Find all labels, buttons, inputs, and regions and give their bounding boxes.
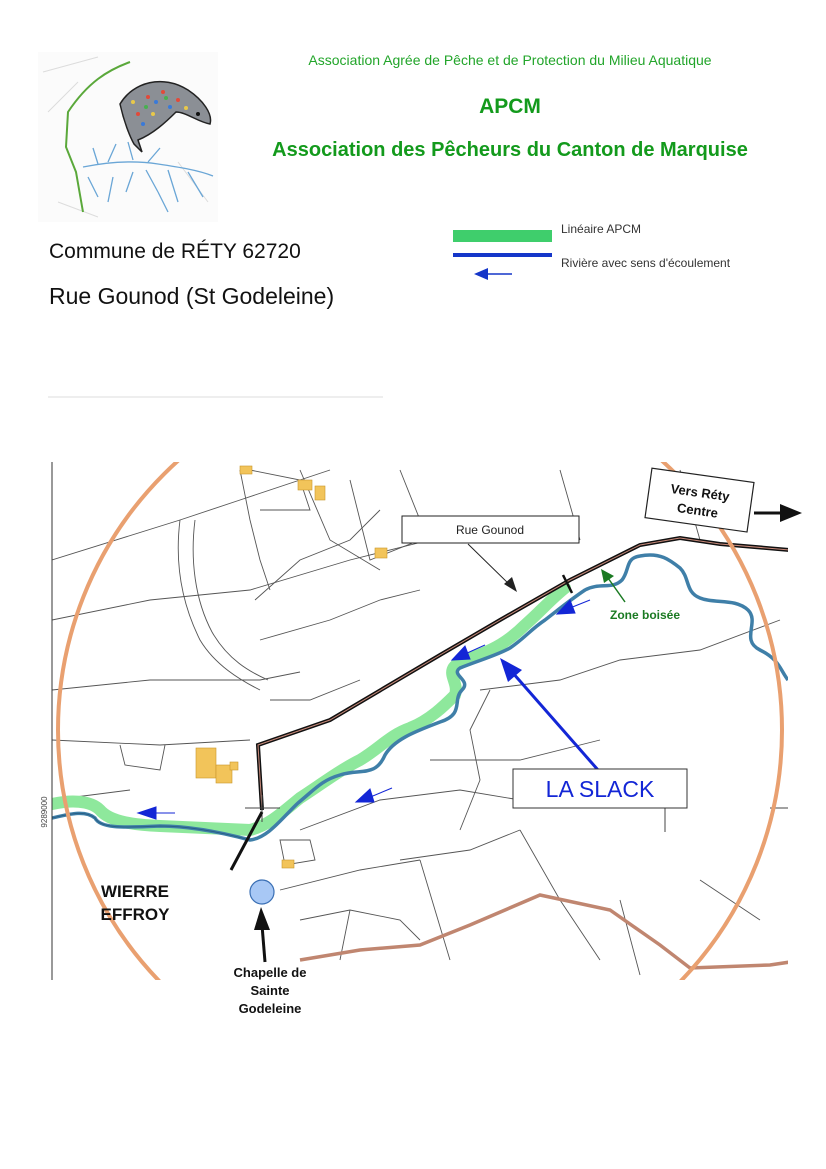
association-acronym: APCM (479, 95, 541, 118)
rue-gounod-leader-arrow-icon (467, 543, 517, 592)
apcm-logo (38, 52, 218, 222)
legend-apcm-swatch (453, 230, 552, 242)
study-area-circle (56, 462, 784, 980)
la-slack-box (512, 768, 688, 809)
direction-arrow-icon (754, 504, 802, 522)
zone-boisee-arrow-icon (601, 569, 626, 603)
association-full-name: Association des Pêcheurs du Canton de Ma… (272, 139, 748, 161)
commune-title: Commune de RÉTY 62720 (49, 240, 301, 263)
chapelle-label-line3: Godeleine (239, 1001, 302, 1016)
la-slack-label: LA SLACK (546, 776, 655, 802)
divider (48, 396, 383, 398)
road-inner (257, 537, 788, 811)
parcel-lines (52, 469, 781, 976)
wierre-leader-line (229, 811, 264, 871)
rue-gounod-label: Rue Gounod (456, 523, 524, 537)
centre-label: Centre (676, 500, 719, 521)
chapelle-label-line2: Sainte (250, 983, 289, 998)
legend: Linéaire APCM Rivière avec sens d'écoule… (452, 218, 782, 288)
chapelle-label-line1: Chapelle de (234, 965, 307, 980)
legend-river-swatch (453, 253, 552, 257)
flow-arrow-icon (354, 787, 393, 803)
effroy-label: EFFROY (101, 905, 171, 924)
flow-arrows (136, 599, 591, 820)
street-title: Rue Gounod (St Godeleine) (49, 283, 335, 309)
buildings (195, 465, 388, 869)
flow-arrow-icon (474, 268, 512, 280)
river-edge (52, 812, 251, 841)
flow-arrow-icon (555, 599, 591, 615)
flow-arrow-icon (136, 806, 175, 820)
grid-coordinate: 9289000 (40, 796, 49, 828)
chapelle-marker (249, 879, 275, 905)
chapelle-arrow-icon (254, 907, 270, 963)
section-end-marker (561, 574, 574, 594)
legend-river-label: Rivière avec sens d'écoulement (561, 256, 731, 270)
commune-border (299, 893, 788, 970)
wierre-label: WIERRE (101, 882, 169, 901)
legend-apcm-label: Linéaire APCM (561, 222, 642, 236)
flow-arrow-icon (450, 644, 486, 661)
rue-gounod-box (401, 515, 580, 544)
apcm-corridor (52, 582, 571, 837)
vers-rety-box: Vers Réty Centre (644, 467, 755, 533)
la-slack-arrow-icon (500, 658, 600, 771)
association-subtitle: Association Agrée de Pêche et de Protect… (308, 52, 712, 68)
zone-boisee-label: Zone boisée (610, 608, 680, 622)
